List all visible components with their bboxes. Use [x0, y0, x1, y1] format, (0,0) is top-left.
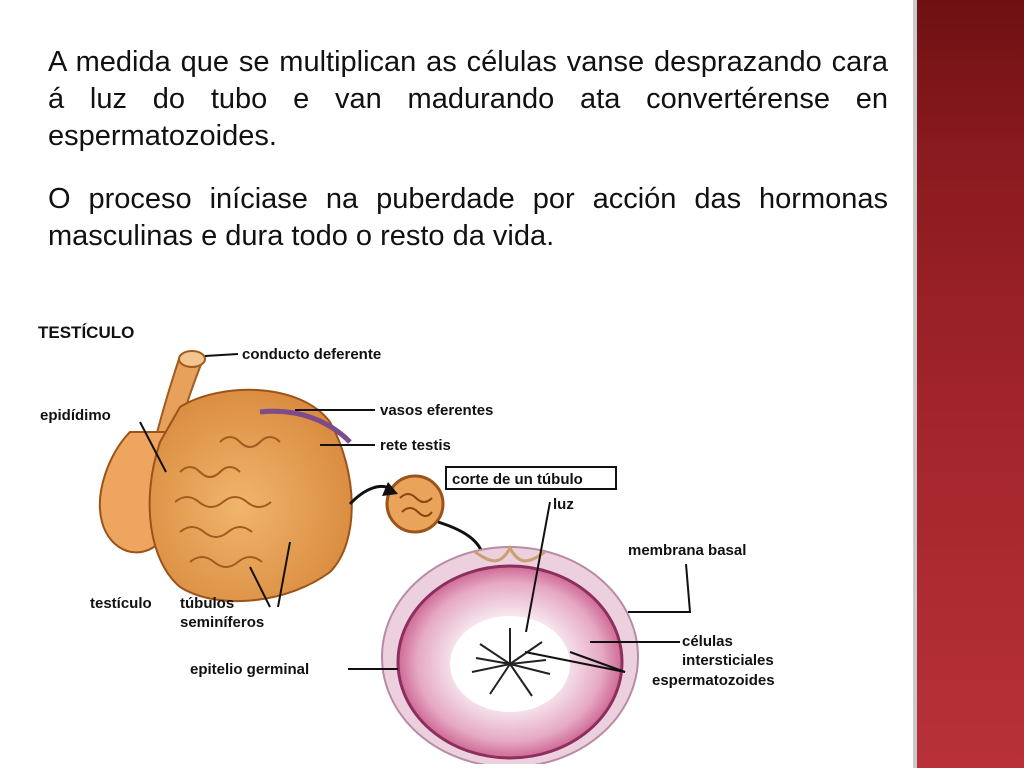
label-rete-testis: rete testis — [380, 437, 451, 454]
tubule-cross-section — [381, 544, 639, 764]
diagram-title: TESTÍCULO — [38, 323, 134, 342]
label-epididimo: epidídimo — [40, 407, 111, 424]
paragraph-1: A medida que se multiplican as células v… — [48, 46, 888, 152]
label-conducto-deferente: conducto deferente — [242, 346, 381, 363]
label-tubulos: túbulos — [180, 595, 234, 612]
corte-label-box — [445, 466, 617, 490]
tubule-cut-small — [385, 474, 445, 534]
text-content: A medida que se multiplican as células v… — [48, 44, 888, 255]
testis-diagram: TESTÍCULO — [38, 323, 775, 764]
label-corte-tubulo: corte de un túbulo — [452, 471, 583, 488]
label-testiculo: testículo — [90, 595, 152, 612]
label-luz: luz — [553, 496, 574, 513]
sidebar-edge — [913, 0, 917, 768]
leader-lines — [139, 353, 692, 673]
label-celulas: células — [682, 633, 733, 650]
label-membrana-basal: membrana basal — [628, 542, 746, 559]
label-intersticiales: intersticiales — [682, 652, 774, 669]
label-vasos-eferentes: vasos eferentes — [380, 402, 493, 419]
label-epitelio-germinal: epitelio germinal — [190, 661, 309, 678]
testis-shape — [148, 388, 353, 603]
paragraph-2: O proceso iníciase na puberdade por acci… — [48, 183, 888, 252]
label-espermatozoides: espermatozoides — [652, 672, 775, 689]
decorative-sidebar — [913, 0, 1024, 768]
label-seminiferos: seminíferos — [180, 614, 264, 631]
